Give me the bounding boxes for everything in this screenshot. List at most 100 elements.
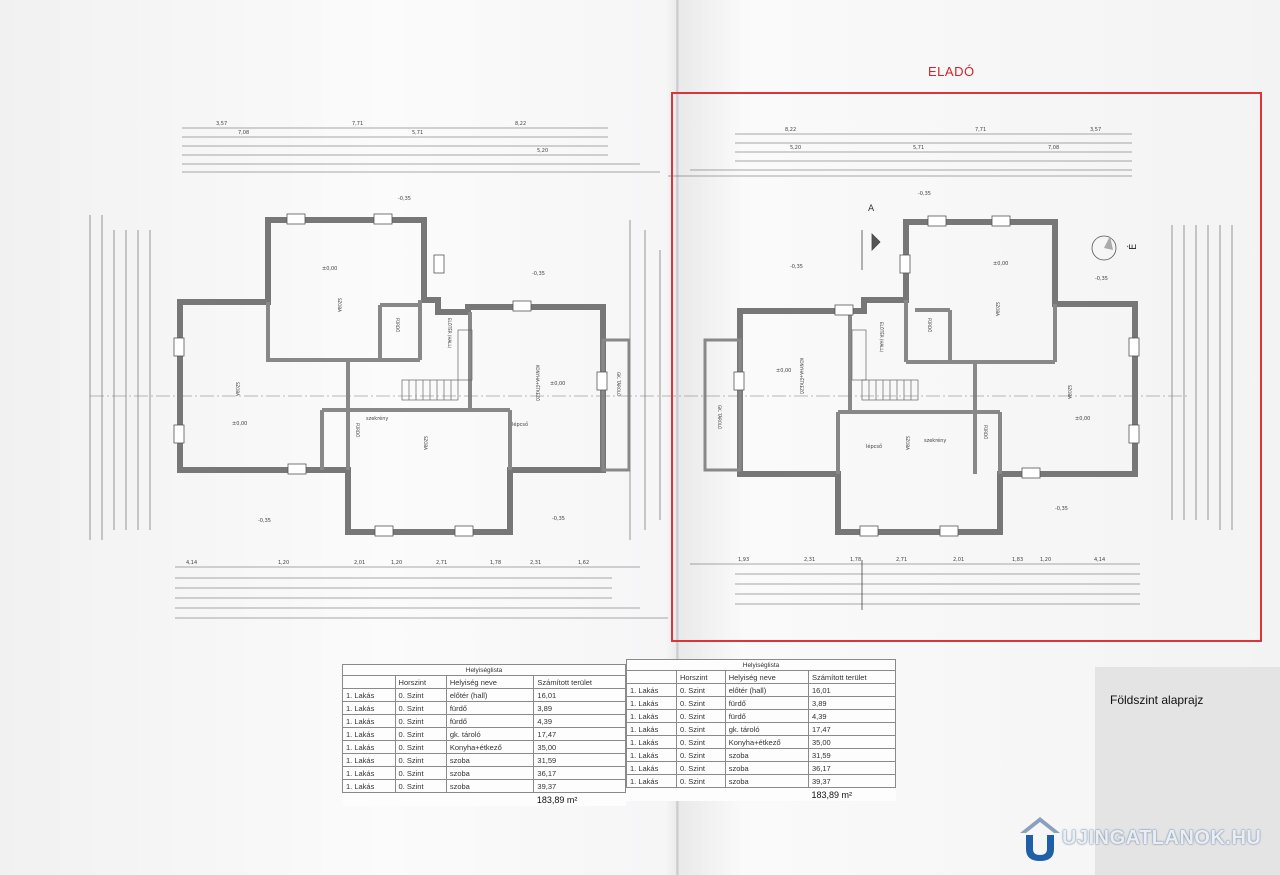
svg-text:lépcső: lépcső xyxy=(866,443,882,450)
windows xyxy=(173,213,1140,537)
table-cell: 0. Szint xyxy=(394,688,447,702)
svg-text:-0,35: -0,35 xyxy=(918,191,931,197)
table-cell: 36,17 xyxy=(533,766,626,780)
table-cell: 39,37 xyxy=(807,774,897,788)
svg-text:1,62: 1,62 xyxy=(578,560,589,566)
table-cell: 1. Lakás xyxy=(342,740,396,754)
svg-text:KONYHA+ÉTKEZŐ: KONYHA+ÉTKEZŐ xyxy=(799,358,804,394)
svg-text:2,31: 2,31 xyxy=(804,557,815,563)
svg-text:-0,35: -0,35 xyxy=(790,264,803,270)
left-room-labels: SZOBA SZOBA KONYHA+ÉTKEZŐ SZOBA GK. TÁRO… xyxy=(235,298,621,450)
svg-text:FÜRDŐ: FÜRDŐ xyxy=(355,423,360,437)
table-cell: 0. Szint xyxy=(394,753,447,767)
total-area: 183,89 m² xyxy=(536,794,578,805)
table-cell: 1. Lakás xyxy=(626,774,677,788)
dimension-lines-top-left xyxy=(182,127,660,173)
right-room-labels: KONYHA+ÉTKEZŐ SZOBA SZOBA SZOBA GK. TÁRO… xyxy=(717,302,1072,450)
svg-text:SZOBA: SZOBA xyxy=(905,436,910,450)
svg-text:±0,00: ±0,00 xyxy=(232,421,247,427)
svg-text:3,57: 3,57 xyxy=(216,121,227,127)
dimension-values: 3,57 7,71 8,22 7,08 5,71 5,20 8,22 7,71 … xyxy=(186,121,1105,566)
svg-text:2,71: 2,71 xyxy=(436,560,447,566)
table-cell: 0. Szint xyxy=(394,701,447,715)
logo-text: UJINGATLANOK.HU xyxy=(1062,827,1262,849)
table-cell: fürdő xyxy=(445,714,535,728)
svg-text:7,08: 7,08 xyxy=(238,130,249,136)
table-cell: Konyha+étkező xyxy=(724,735,809,749)
table-cell: 0. Szint xyxy=(675,709,726,723)
svg-text:KONYHA+ÉTKEZŐ: KONYHA+ÉTKEZŐ xyxy=(535,365,540,401)
svg-text:1,20: 1,20 xyxy=(1040,557,1051,563)
svg-text:FÜRDŐ: FÜRDŐ xyxy=(983,425,988,439)
svg-text:2,01: 2,01 xyxy=(953,557,964,563)
table-cell: szoba xyxy=(445,779,535,793)
svg-text:7,71: 7,71 xyxy=(352,121,363,127)
table-cell: fürdő xyxy=(724,709,809,723)
caption-panel: Földszint alaprajz xyxy=(1095,667,1280,875)
table-cell: szoba xyxy=(445,753,535,767)
svg-text:±0,00: ±0,00 xyxy=(322,266,337,272)
for-sale-label: ELADÓ xyxy=(928,64,975,79)
table-cell: fürdő xyxy=(445,701,535,715)
right-stairs xyxy=(851,329,919,401)
right-garage xyxy=(703,338,742,472)
svg-text:szekrény: szekrény xyxy=(366,415,388,422)
table-cell: szoba xyxy=(445,766,535,780)
svg-text:1,93: 1,93 xyxy=(738,557,749,563)
svg-text:SZOBA: SZOBA xyxy=(423,436,428,450)
svg-text:1,83: 1,83 xyxy=(1012,557,1023,563)
table-cell: 1. Lakás xyxy=(626,735,677,749)
table-cell: 0. Szint xyxy=(675,761,726,775)
left-stairs xyxy=(401,329,473,401)
table-cell: 16,01 xyxy=(807,683,897,697)
for-sale-highlight-frame xyxy=(671,92,1262,642)
table-cell: 1. Lakás xyxy=(342,766,396,780)
table-cell: 1. Lakás xyxy=(342,727,396,741)
table-cell: 1. Lakás xyxy=(342,688,396,702)
right-unit-inner-walls xyxy=(836,300,1057,474)
svg-text:4,14: 4,14 xyxy=(186,560,197,566)
table-cell: 4,39 xyxy=(807,709,897,723)
dimension-lines-vertical xyxy=(89,215,1233,540)
svg-text:SZOBA: SZOBA xyxy=(235,382,240,396)
svg-text:±0,00: ±0,00 xyxy=(993,261,1008,267)
svg-text:ELŐTÉR (HALL): ELŐTÉR (HALL) xyxy=(879,322,884,353)
room-list-table-right: Helyiséglista Horszint Helyiség neve Szá… xyxy=(626,659,897,801)
svg-text:±0,00: ±0,00 xyxy=(776,368,791,374)
table-cell: 0. Szint xyxy=(675,774,726,788)
table-cell: szoba xyxy=(724,748,809,762)
svg-text:szekrény: szekrény xyxy=(924,437,946,444)
table-cell: 0. Szint xyxy=(675,722,726,736)
section-letter-a: A xyxy=(868,204,875,214)
svg-text:2,31: 2,31 xyxy=(530,560,541,566)
svg-text:SZOBA: SZOBA xyxy=(1067,385,1072,399)
site-logo: UJINGATLANOK.HU xyxy=(1018,815,1268,865)
svg-text:5,20: 5,20 xyxy=(537,148,548,154)
table-cell: gk. tároló xyxy=(724,722,809,736)
section-marker xyxy=(861,230,881,610)
table-cell: 3,89 xyxy=(807,696,897,710)
svg-text:1,78: 1,78 xyxy=(490,560,501,566)
table-cell: 17,47 xyxy=(807,722,897,736)
table-cell: 1. Lakás xyxy=(626,709,677,723)
table-cell: 17,47 xyxy=(533,727,626,741)
svg-text:-0,35: -0,35 xyxy=(552,516,565,522)
table-cell: 0. Szint xyxy=(394,766,447,780)
right-unit-walls xyxy=(737,219,1138,535)
left-garage xyxy=(601,338,631,472)
paper-fold xyxy=(676,0,679,875)
table-cell: 1. Lakás xyxy=(342,714,396,728)
table-cell: előtér (hall) xyxy=(445,688,535,702)
svg-text:SZOBA: SZOBA xyxy=(995,302,1000,316)
floor-plan-caption: Földszint alaprajz xyxy=(1110,693,1204,707)
north-letter: É xyxy=(1126,244,1139,250)
svg-text:7,71: 7,71 xyxy=(975,127,986,133)
